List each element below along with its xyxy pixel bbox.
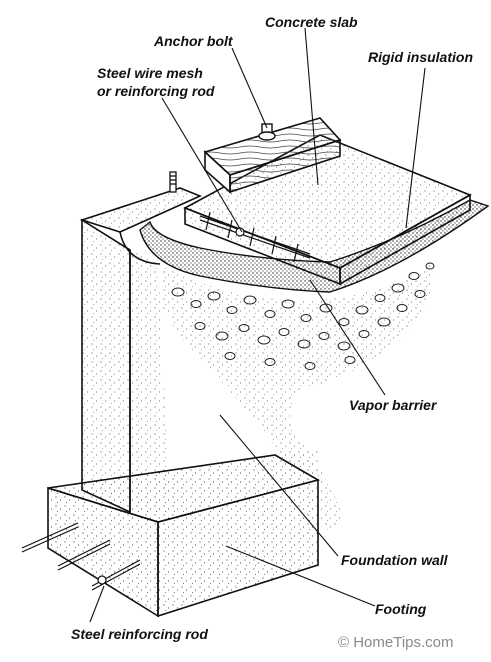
label-steel-wire-mesh-line1: Steel wire mesh xyxy=(97,65,203,81)
gravel-fill xyxy=(160,262,435,530)
leader-lines xyxy=(89,27,426,623)
wood-sill-plate xyxy=(203,117,342,194)
insulation-layer xyxy=(139,199,490,293)
steel-wire-mesh xyxy=(199,211,311,263)
footing-rebar xyxy=(21,522,141,591)
label-rigid-insulation: Rigid insulation xyxy=(368,49,473,65)
label-steel-wire-mesh-line2: or reinforcing rod xyxy=(97,83,215,99)
label-footing: Footing xyxy=(375,601,427,617)
label-foundation-wall: Foundation wall xyxy=(341,552,448,568)
label-vapor-barrier: Vapor barrier xyxy=(349,397,437,413)
credit-watermark: © HomeTips.com xyxy=(338,634,454,651)
wall-anchor-bolt xyxy=(169,171,177,193)
foundation-wall xyxy=(79,187,203,520)
label-anchor-bolt: Anchor bolt xyxy=(154,33,233,49)
label-steel-reinforcing-rod: Steel reinforcing rod xyxy=(71,626,208,642)
concrete-slab xyxy=(183,134,472,286)
label-concrete-slab: Concrete slab xyxy=(265,14,358,30)
